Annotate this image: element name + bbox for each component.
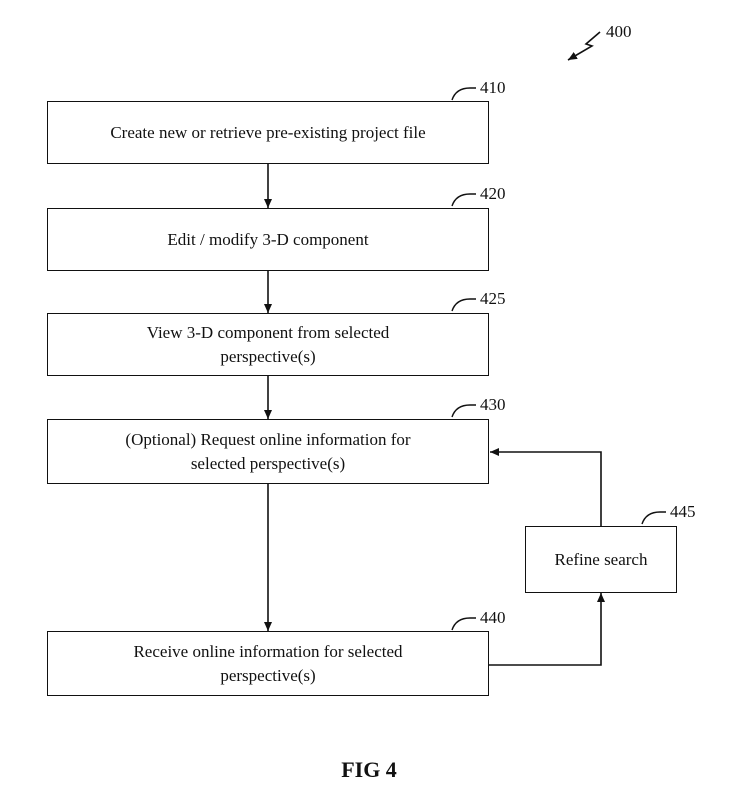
step-ref-420: 420 [480, 184, 506, 203]
step-ref-440: 440 [480, 608, 506, 627]
step-box-410: Create new or retrieve pre-existing proj… [47, 101, 489, 164]
step-box-420: Edit / modify 3-D component [47, 208, 489, 271]
step-ref-445: 445 [670, 502, 696, 521]
step-label-445: Refine search [554, 549, 648, 569]
step-label-410: Create new or retrieve pre-existing proj… [110, 122, 426, 142]
leader-420 [451, 193, 476, 207]
step-label-425: View 3-D component from selected perspec… [146, 322, 390, 366]
leader-430 [451, 404, 476, 418]
arrow-440-to-445 [489, 593, 605, 666]
figure-ref-number: 400 [606, 22, 632, 41]
step-box-425: View 3-D component from selected perspec… [47, 313, 489, 376]
arrow-445-to-430 [490, 448, 602, 526]
figure-caption: FIG 4 [341, 757, 397, 782]
step-ref-430: 430 [480, 395, 506, 414]
step-label-430: (Optional) Request online information fo… [125, 429, 411, 473]
figure-ref-arrow [567, 31, 601, 61]
step-label-420: Edit / modify 3-D component [167, 229, 369, 249]
step-box-445: Refine search [525, 526, 677, 593]
leader-410 [451, 87, 476, 101]
leader-445 [641, 511, 666, 525]
leader-425 [451, 298, 476, 312]
step-ref-425: 425 [480, 289, 506, 308]
leader-440 [451, 617, 476, 631]
step-ref-410: 410 [480, 78, 506, 97]
step-box-440: Receive online information for selected … [47, 631, 489, 696]
step-box-430: (Optional) Request online information fo… [47, 419, 489, 484]
step-label-440: Receive online information for selected … [133, 641, 403, 685]
